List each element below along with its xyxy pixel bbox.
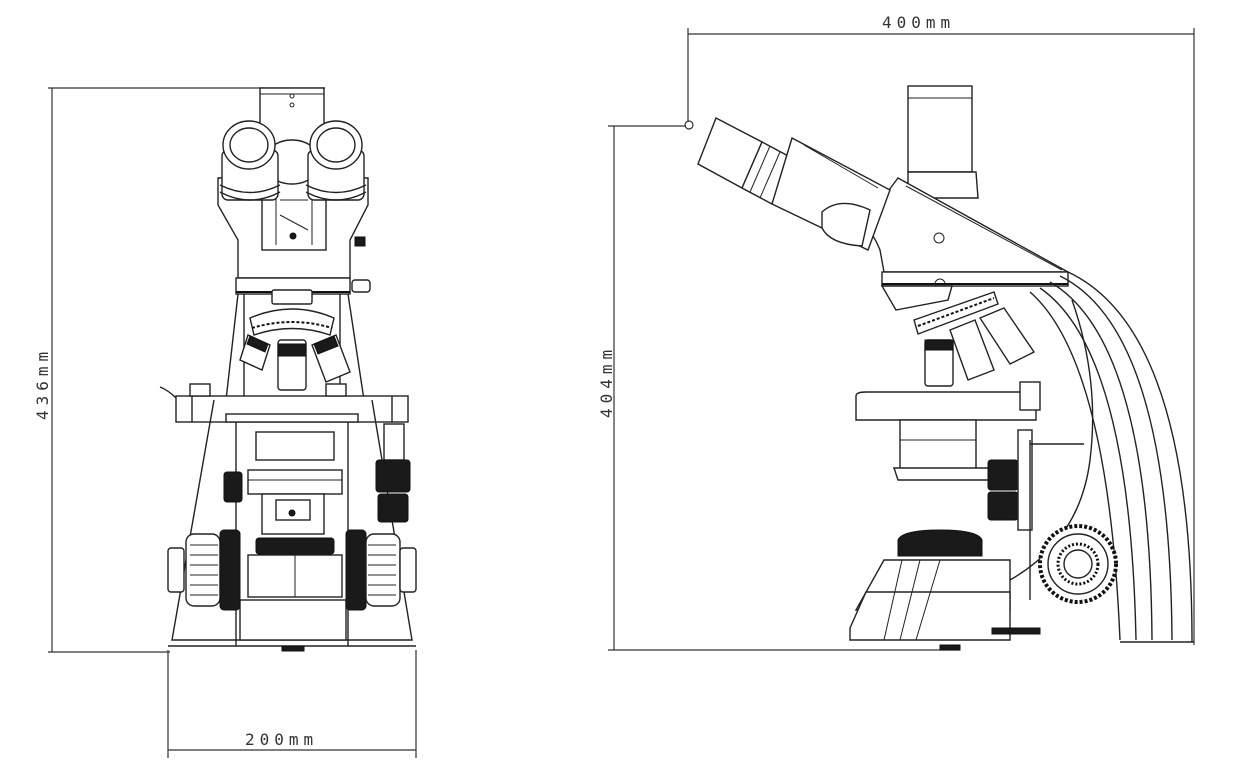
front-view: 436mm 200mm <box>33 87 417 758</box>
side-view: 400mm 404mm <box>597 13 1195 651</box>
objective-left <box>239 334 271 371</box>
coarse-shaft-right <box>383 423 405 461</box>
objective-center <box>277 339 307 391</box>
front-height-label: 436mm <box>33 347 52 420</box>
focus-knob-left <box>167 529 241 611</box>
side-height-dimension: 404mm <box>597 125 960 651</box>
side-base-foot <box>939 644 961 651</box>
front-arm <box>225 277 371 401</box>
side-focus-knob <box>1038 524 1118 604</box>
side-objective-2 <box>949 319 995 381</box>
side-objective-1-band <box>924 339 954 351</box>
side-stage <box>855 381 1041 481</box>
nosepiece <box>249 308 335 336</box>
head-lock-screw <box>354 236 366 247</box>
objective-right <box>311 334 351 383</box>
side-arm <box>899 271 1194 643</box>
side-base-label-plate <box>991 627 1041 635</box>
condenser <box>247 431 343 598</box>
front-width-dimension: 200mm <box>167 650 417 758</box>
side-field-diaphragm <box>897 529 983 557</box>
side-head <box>860 177 1069 290</box>
side-height-label: 404mm <box>597 345 616 418</box>
front-stage <box>159 383 409 423</box>
side-eyepiece <box>697 117 891 251</box>
side-stage-knob-lower <box>987 491 1019 521</box>
side-objective-3 <box>978 307 1036 365</box>
eyepiece-left <box>219 120 281 201</box>
stage-knob-upper <box>375 459 411 493</box>
side-depth-label: 400mm <box>882 13 955 32</box>
focus-knob-right <box>345 529 417 611</box>
condenser-knob-left <box>223 471 243 503</box>
eyepiece-right <box>305 120 367 201</box>
side-nosepiece <box>880 285 999 335</box>
side-stage-bracket <box>1017 429 1033 531</box>
side-depth-dimension: 400mm <box>684 13 1195 645</box>
side-stage-knob-upper <box>987 459 1019 491</box>
side-base <box>849 440 1084 651</box>
side-camera-port <box>907 85 979 199</box>
front-width-label: 200mm <box>245 730 318 749</box>
stage-knob-lower <box>377 493 409 523</box>
